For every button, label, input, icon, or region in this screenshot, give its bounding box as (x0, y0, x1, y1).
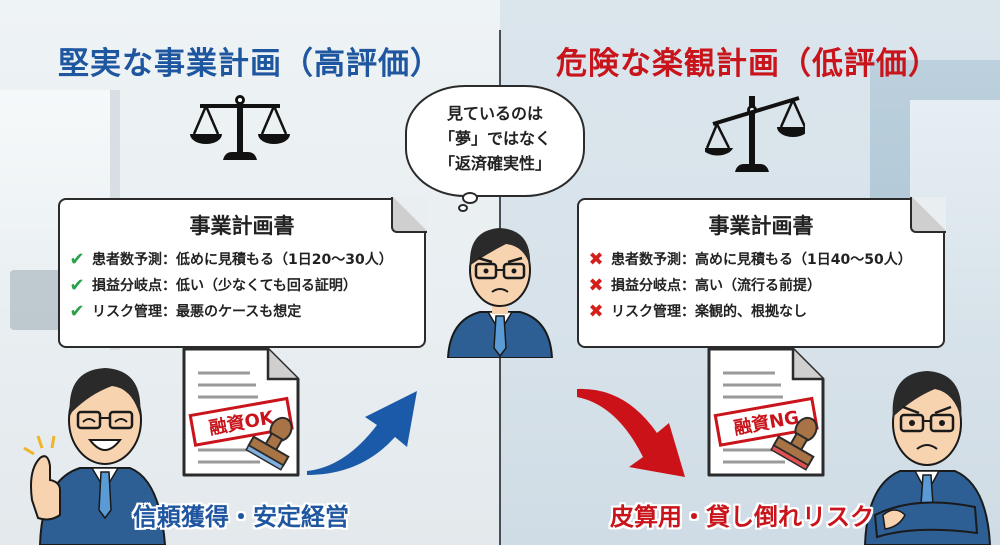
item-label: 損益分岐点：高い（流行る前提） (611, 278, 821, 294)
cross-icon: ✖ (588, 248, 604, 270)
list-item: ✖ リスク管理：楽観的、根拠なし (585, 298, 943, 324)
item-label: 患者数予測：高めに見積もる（1日40〜50人） (611, 252, 912, 268)
thought-puff (458, 204, 468, 212)
page-fold (391, 197, 427, 233)
tilted-scale-icon (705, 96, 805, 172)
check-icon: ✔ (69, 248, 85, 270)
left-outcome-caption: 信頼獲得・安定経営 (133, 503, 349, 531)
page-fold (910, 197, 946, 233)
plan-criteria-list: ✔ 患者数予測：低めに見積もる（1日20〜30人） ✔ 損益分岐点：低い（少なくても… (60, 246, 424, 324)
check-icon: ✔ (69, 274, 85, 296)
doc-title: 事業計画書 (708, 214, 814, 238)
list-item: ✖ 患者数予測：高めに見積もる（1日40〜50人） (585, 246, 943, 272)
right-heading: 危険な楽観計画（低評価） (556, 46, 940, 82)
frowning-man-arms-crossed (863, 371, 992, 545)
check-icon: ✔ (69, 300, 85, 322)
list-item: ✔ リスク管理：最悪のケースも想定 (66, 298, 424, 324)
item-label: リスク管理：最悪のケースも想定 (92, 304, 302, 320)
item-label: 損益分岐点：低い（少なくても回る証明） (92, 278, 357, 294)
thought-line: 見ているのは (446, 104, 543, 123)
happy-man-thumbs-up (23, 368, 167, 545)
list-item: ✔ 損益分岐点：低い（少なくても回る証明） (66, 272, 424, 298)
right-business-plan-card: 事業計画書 ✖ 患者数予測：高めに見積もる（1日40〜50人） ✖ 損益分岐点：高い… (577, 197, 946, 348)
plan-criteria-list: ✖ 患者数予測：高めに見積もる（1日40〜50人） ✖ 損益分岐点：高い（流行る前提… (579, 246, 943, 324)
doc-title: 事業計画書 (189, 214, 295, 238)
cross-icon: ✖ (588, 300, 604, 322)
left-heading: 堅実な事業計画（高評価） (58, 46, 442, 82)
item-label: リスク管理：楽観的、根拠なし (611, 304, 807, 320)
thought-text: 見ているのは 「夢」ではなく 「返済確実性」 (407, 101, 583, 176)
thought-puff (462, 192, 478, 204)
list-item: ✖ 損益分岐点：高い（流行る前提） (585, 272, 943, 298)
list-item: ✔ 患者数予測：低めに見積もる（1日20〜30人） (66, 246, 424, 272)
banker-character (446, 228, 554, 358)
upward-trend-arrow-icon (307, 391, 417, 475)
approved-document-icon: 融資OK (182, 347, 300, 477)
item-label: 患者数予測：低めに見積もる（1日20〜30人） (92, 252, 393, 268)
right-outcome-caption: 皮算用・貸し倒れリスク (610, 503, 874, 531)
cross-icon: ✖ (588, 274, 604, 296)
rejected-document-icon: 融資NG (707, 347, 825, 477)
balanced-scale-icon (190, 95, 290, 160)
thought-line: 「返済確実性」 (438, 154, 551, 173)
thought-line: 「夢」ではなく (438, 129, 551, 148)
thought-bubble: 見ているのは 「夢」ではなく 「返済確実性」 (405, 85, 585, 197)
downward-trend-arrow-icon (577, 388, 685, 477)
left-business-plan-card: 事業計画書 ✔ 患者数予測：低めに見積もる（1日20〜30人） ✔ 損益分岐点：低い… (58, 197, 427, 348)
